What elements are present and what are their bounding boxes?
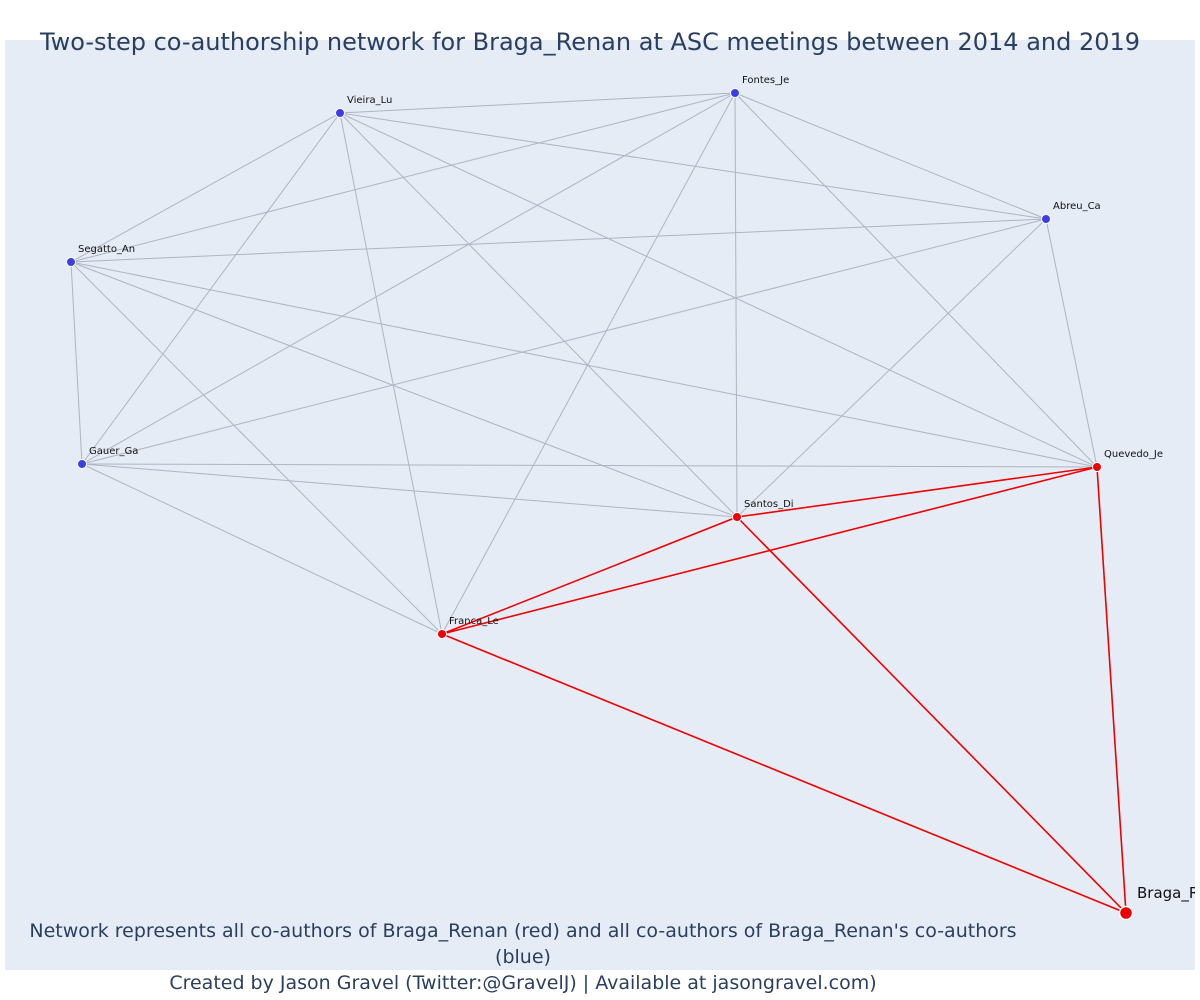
node-label-Santos_Di: Santos_Di (744, 499, 794, 510)
edge-Santos_Di-Franca_Le (441, 516, 738, 635)
node-Quevedo_Je[interactable] (1092, 462, 1102, 472)
footer-caption: Network represents all co-authors of Bra… (0, 918, 1046, 996)
footer-line-1: Network represents all co-authors of Bra… (29, 920, 1017, 968)
node-label-Segatto_An: Segatto_An (78, 244, 135, 255)
edge-Fontes_Je-Quevedo_Je (734, 92, 1098, 468)
node-Braga_Renan[interactable] (1118, 905, 1134, 921)
edge-Abreu_Ca-Gauer_Ga (81, 218, 1047, 465)
edge-Segatto_An-Quevedo_Je (70, 261, 1098, 468)
node-label-Fontes_Je: Fontes_Je (742, 75, 789, 86)
network-graph: Vieira_Lu Fontes_JeAbreu_CaSegatto_AnGaue… (66, 75, 1195, 921)
edge-Segatto_An-Gauer_Ga (70, 261, 83, 465)
edge-Gauer_Ga-Quevedo_Je (81, 463, 1098, 468)
edge-Vieira_Lu-Fontes_Je (339, 92, 736, 114)
node-Santos_Di[interactable] (732, 512, 742, 522)
chart-title: Two-step co-authorship network for Braga… (39, 28, 1141, 56)
node-label-Braga_Renan: Braga_Re (1137, 884, 1195, 903)
edge-Fontes_Je-Abreu_Ca (734, 92, 1047, 220)
edge-Vieira_Lu-Segatto_An (70, 112, 341, 263)
edge-Vieira_Lu-Abreu_Ca (339, 112, 1047, 220)
edge-Fontes_Je-Franca_Le (441, 92, 736, 635)
edge-Braga_Renan-Santos_Di (736, 516, 1127, 914)
edge-Vieira_Lu-Franca_Le (339, 112, 443, 635)
edge-Abreu_Ca-Santos_Di (736, 218, 1047, 518)
nodes-layer (66, 88, 1134, 921)
node-Franca_Le[interactable] (437, 629, 447, 639)
edge-Vieira_Lu-Gauer_Ga (81, 112, 341, 465)
edge-Fontes_Je-Segatto_An (70, 92, 736, 263)
edge-Vieira_Lu-Quevedo_Je (339, 112, 1098, 468)
edge-Braga_Renan-Quevedo_Je (1096, 466, 1127, 914)
node-label-Gauer_Ga: Gauer_Ga (89, 446, 138, 457)
edge-Fontes_Je-Gauer_Ga (81, 92, 736, 465)
edge-Quevedo_Je-Santos_Di (736, 466, 1098, 518)
node-label-Abreu_Ca: Abreu_Ca (1053, 201, 1101, 212)
edges-layer (70, 92, 1127, 914)
edge-Segatto_An-Franca_Le (70, 261, 443, 635)
node-Fontes_Je[interactable] (730, 88, 740, 98)
edge-Segatto_An-Santos_Di (70, 261, 738, 518)
node-label-Vieira_Lu: Vieira_Lu (347, 95, 392, 106)
node-Abreu_Ca[interactable] (1041, 214, 1051, 224)
labels-layer: Vieira_Lu Fontes_JeAbreu_CaSegatto_AnGaue… (78, 75, 1195, 903)
node-Segatto_An[interactable] (66, 257, 76, 267)
node-Vieira_Lu[interactable] (335, 108, 345, 118)
edge-Abreu_Ca-Quevedo_Je (1045, 218, 1098, 468)
edge-Gauer_Ga-Santos_Di (81, 463, 738, 518)
edge-Abreu_Ca-Segatto_An (70, 218, 1047, 263)
node-label-Quevedo_Je: Quevedo_Je (1104, 449, 1163, 460)
node-Gauer_Ga[interactable] (77, 459, 87, 469)
edge-Gauer_Ga-Franca_Le (81, 463, 443, 635)
edge-Braga_Renan-Franca_Le (441, 633, 1127, 914)
edge-Vieira_Lu-Santos_Di (339, 112, 738, 518)
node-label-Franca_Le: Franca_Le (449, 616, 499, 627)
footer-line-2: Created by Jason Gravel (Twitter:@Gravel… (169, 972, 877, 994)
edge-Fontes_Je-Santos_Di (734, 92, 738, 518)
